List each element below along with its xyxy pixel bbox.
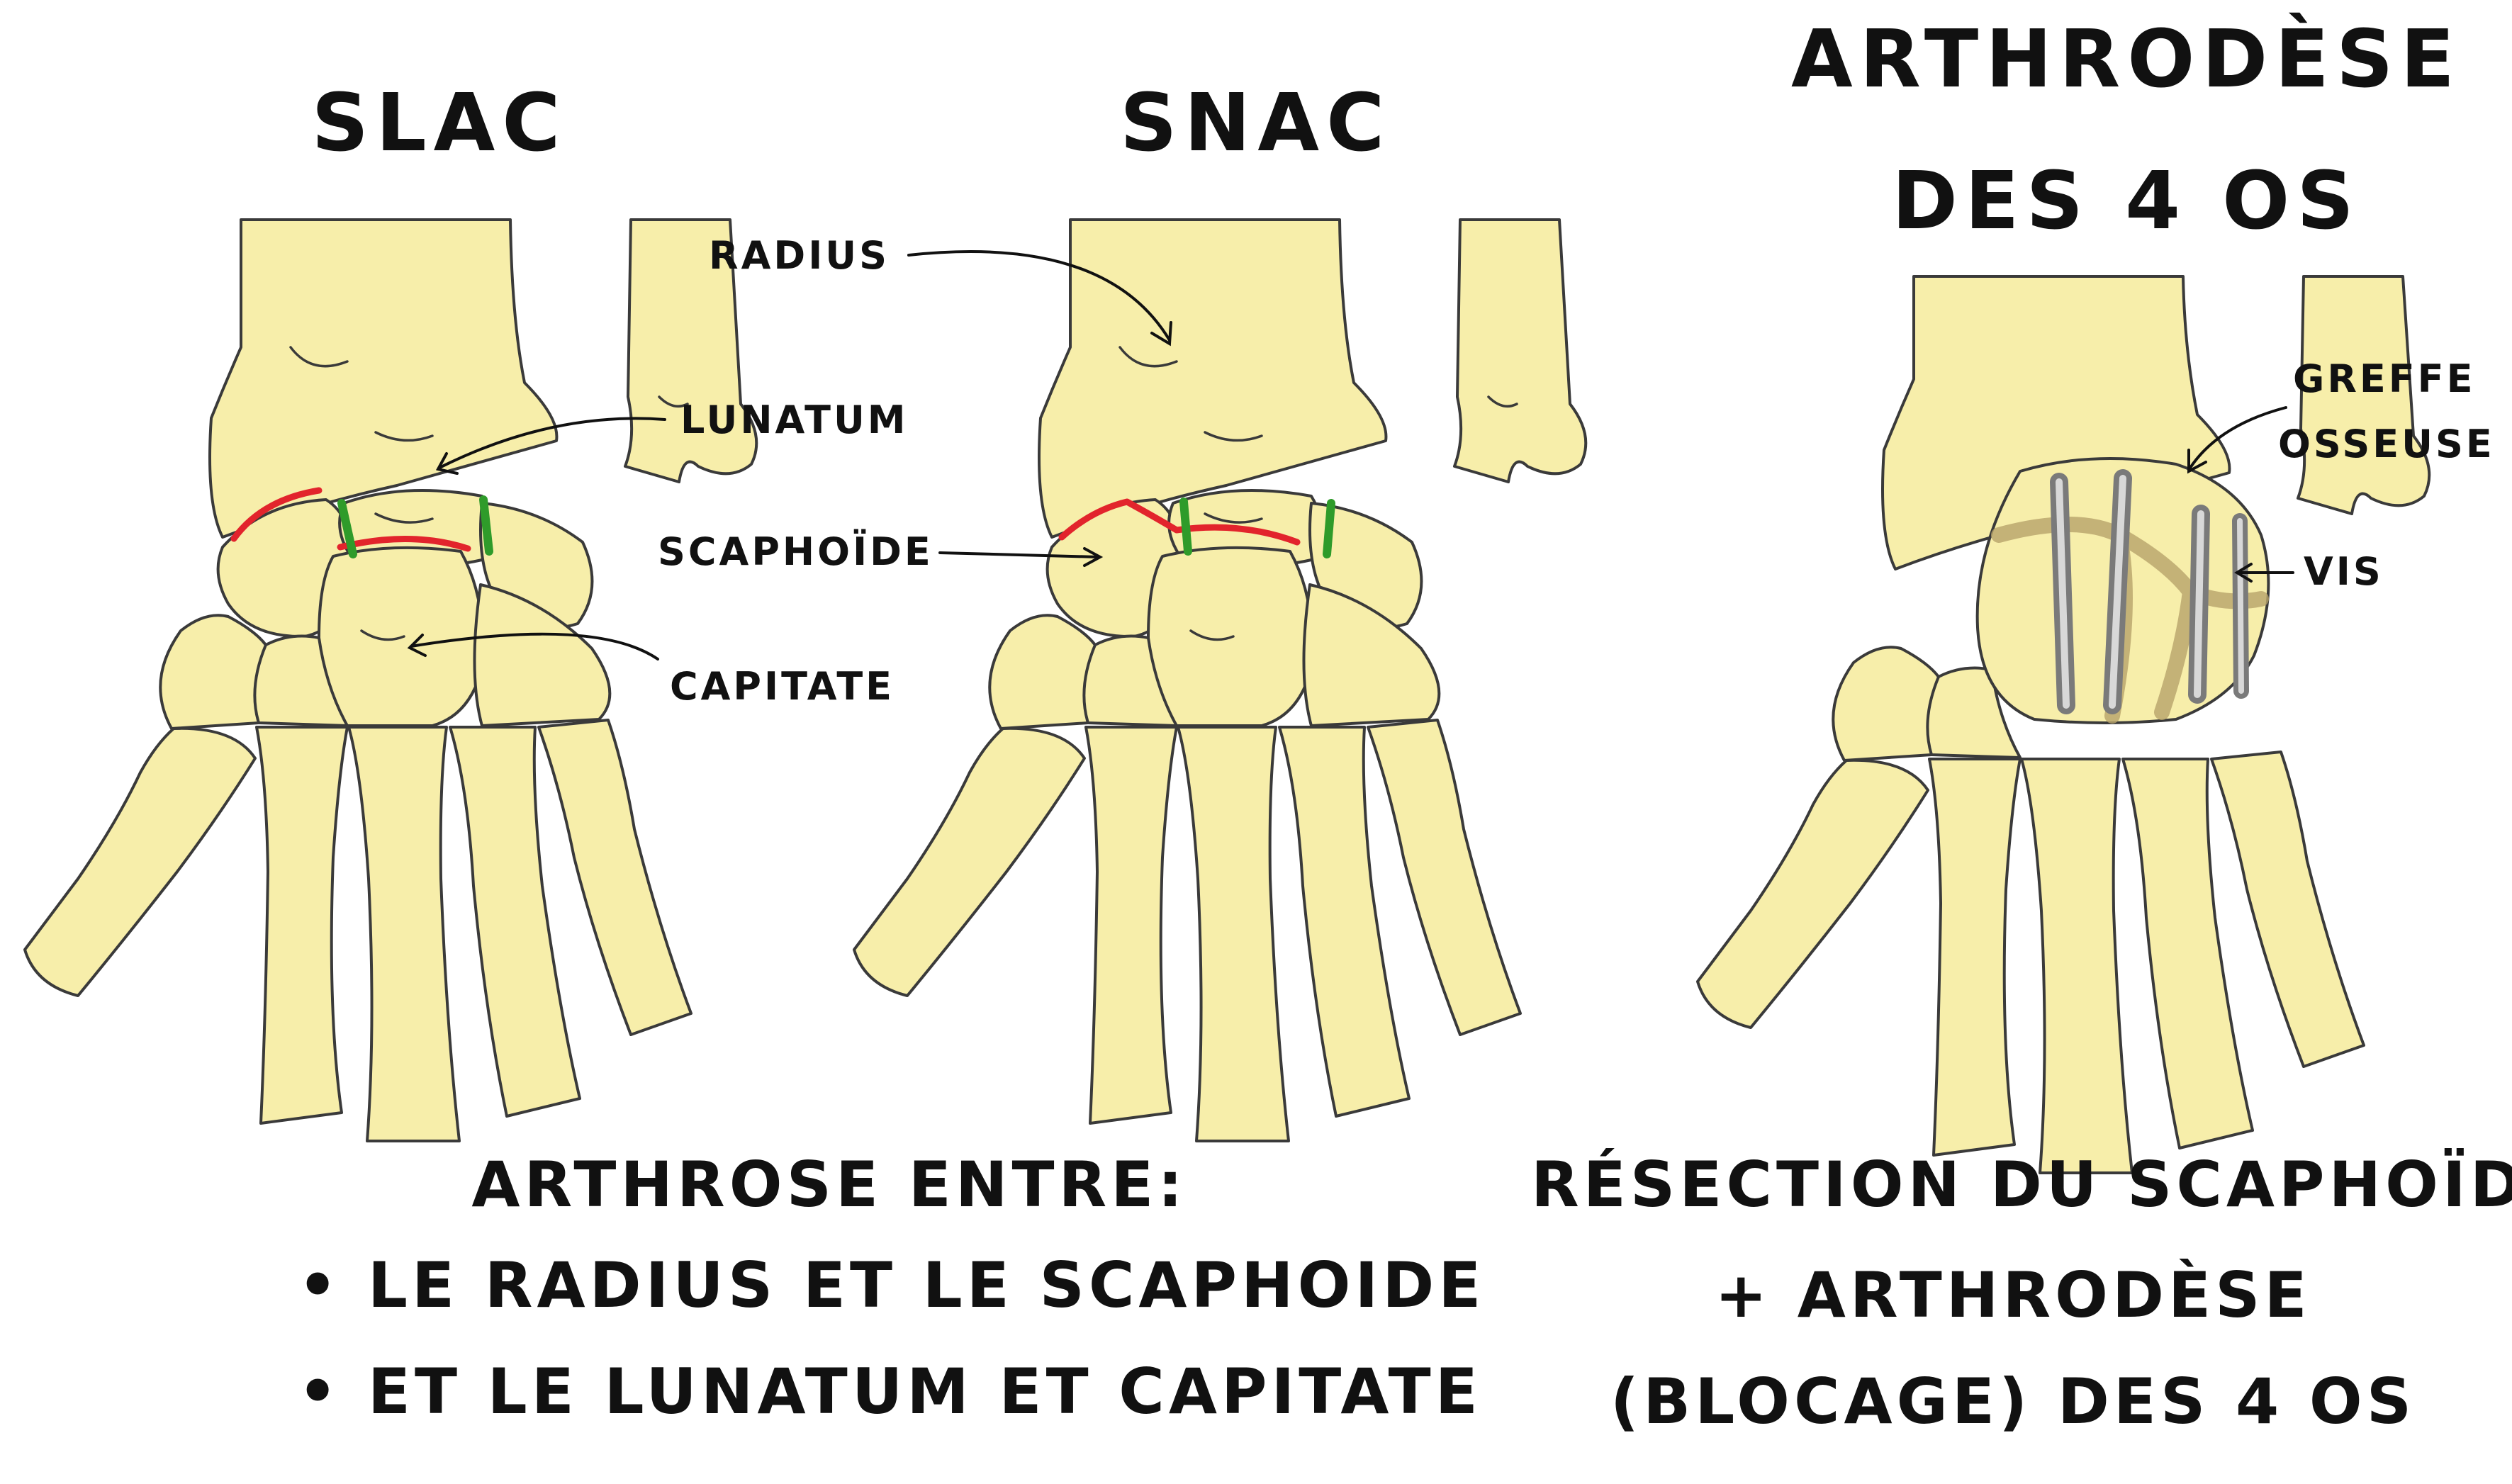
radius-arrowhead [1150, 321, 1172, 347]
label-greffe-line1: GREFFE [2293, 356, 2476, 401]
scaphoide-arrow [938, 551, 1100, 558]
title-arthrodese-line2: DES 4 OS [1892, 155, 2361, 247]
label-vis: VIS [2304, 549, 2384, 594]
label-greffe-line2: OSSEUSE [2278, 422, 2495, 466]
label-lunatum: LUNATUM [680, 398, 909, 442]
label-capitate: CAPITATE [670, 664, 895, 709]
slac-lunotriquetral-gap [479, 495, 493, 556]
label-scaphoide: SCAPHOÏDE [658, 529, 933, 574]
slac-scapholunate-gap [337, 499, 357, 558]
snac-radioscaphoid-arthrosis [1058, 498, 1301, 546]
capitate-arrowhead [407, 634, 427, 657]
lunatum-arrowhead [435, 452, 459, 475]
caption-right-line1: RÉSECTION DU SCAPHOÏDE [1531, 1148, 2512, 1221]
vis-arrowhead [2234, 563, 2253, 583]
capitate-arrow [410, 632, 659, 661]
snac-wrist-drawing [853, 218, 1588, 1142]
snac-lunotriquetral-gap [1323, 499, 1335, 558]
caption-right-line3: (BLOCAGE) DES 4 OS [1610, 1365, 2416, 1438]
scaphoide-arrowhead [1083, 547, 1104, 567]
caption-left-line1: ARTHROSE ENTRE: [471, 1148, 1187, 1221]
caption-right-line2: + ARTHRODÈSE [1715, 1259, 2311, 1332]
caption-left-line3: • ET LE LUNATUM ET CAPITATE [298, 1355, 1482, 1428]
title-slac: SLAC [311, 77, 568, 169]
slac-radioscaphoid-arthrosis [230, 487, 323, 542]
lunatum-arrow [438, 417, 666, 469]
fixation-screws [2050, 469, 2249, 714]
greffe-arrowhead [2187, 449, 2207, 474]
greffe-arrow [2189, 406, 2287, 469]
title-snac: SNAC [1120, 77, 1392, 169]
slac-lunocapitate-arthrosis [337, 536, 471, 552]
title-arthrodese-line1: ARTHRODÈSE [1790, 13, 2462, 106]
arthrodesis-wrist-drawing [1696, 275, 2431, 1174]
snac-scapholunate-gap [1179, 498, 1192, 556]
caption-left-line2: • LE RADIUS ET LE SCAPHOIDE [298, 1249, 1486, 1322]
label-radius: RADIUS [709, 233, 890, 278]
radius-arrow [907, 250, 1171, 342]
slac-wrist-drawing [23, 218, 758, 1142]
